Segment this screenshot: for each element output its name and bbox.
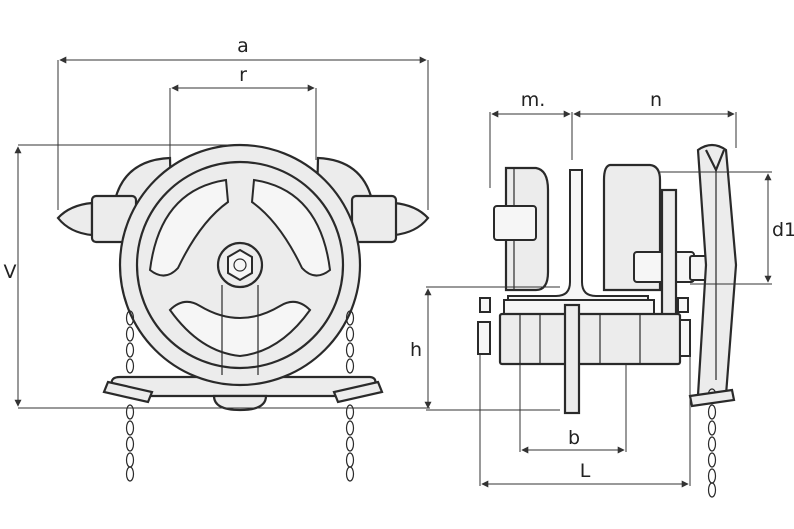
side-lower-body	[498, 312, 682, 366]
right-axle-tip	[392, 201, 430, 237]
label-n: n	[650, 89, 662, 111]
bottom-hook-block	[212, 394, 268, 412]
front-view	[14, 56, 430, 482]
side-left-bolt	[479, 297, 491, 313]
left-chain	[125, 310, 135, 482]
side-right-washer	[679, 319, 691, 357]
right-chain	[345, 310, 355, 482]
spoke-window-left	[148, 178, 230, 277]
hub-nut	[227, 248, 253, 282]
side-left-pin	[493, 205, 537, 241]
label-r: r	[239, 64, 247, 86]
right-chain-guide	[332, 380, 384, 404]
left-chain-guide	[102, 380, 154, 404]
left-axle-tip	[56, 201, 94, 237]
spoke-window-right	[250, 178, 332, 277]
side-chain-guide	[688, 388, 736, 408]
label-d1: d1	[772, 219, 794, 241]
label-a: a	[237, 35, 249, 57]
hand-wheel-inner	[135, 160, 345, 370]
label-l: L	[580, 460, 591, 482]
label-m: m.	[521, 89, 546, 111]
side-right-bolt	[677, 297, 689, 313]
side-chain	[707, 388, 717, 498]
label-v: V	[4, 261, 17, 283]
side-hook-plate	[563, 303, 581, 415]
side-left-washer	[477, 321, 491, 355]
label-b: b	[568, 427, 580, 449]
label-h: h	[410, 339, 422, 361]
side-right-plate	[660, 188, 678, 322]
side-view	[424, 110, 772, 498]
right-axle-block	[350, 194, 398, 244]
spoke-window-bottom	[168, 300, 312, 358]
